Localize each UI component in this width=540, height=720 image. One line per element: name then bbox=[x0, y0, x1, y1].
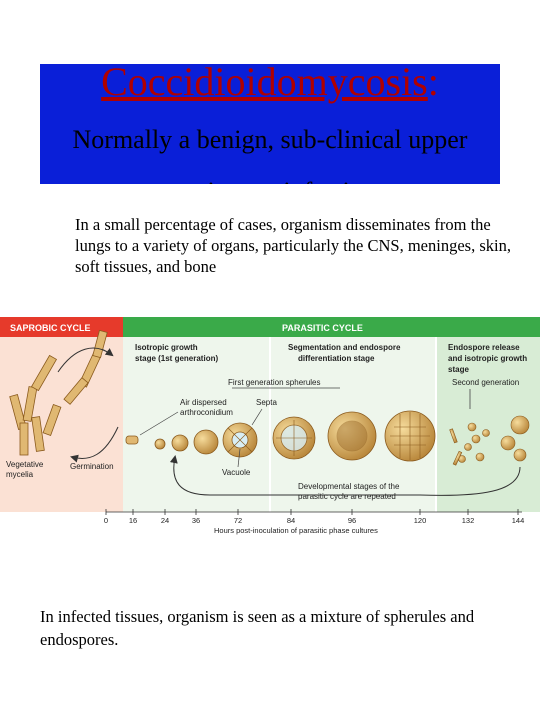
air-dispersed-label-1: Air dispersed bbox=[180, 398, 227, 407]
release-heading-2: and isotropic growth bbox=[448, 354, 527, 363]
isotropic-heading-2: stage (1st generation) bbox=[135, 354, 218, 363]
repeat-label-1: Developmental stages of the bbox=[298, 482, 400, 491]
parasitic-heading: PARASITIC CYCLE bbox=[282, 323, 363, 333]
septa-lines bbox=[227, 412, 430, 460]
time-axis-title: Hours post-inoculation of parasitic phas… bbox=[214, 526, 378, 535]
page-title: Coccidioidomycosis: bbox=[40, 64, 500, 104]
dissemination-paragraph: In a small percentage of cases, organism… bbox=[75, 215, 511, 276]
tick-label: 0 bbox=[104, 516, 108, 525]
tick-label: 36 bbox=[192, 516, 200, 525]
life-cycle-diagram: SAPROBIC CYCLE PARASITIC CYCLE Isotropic… bbox=[0, 317, 540, 535]
vacuole-label: Vacuole bbox=[222, 468, 251, 477]
saprobic-band bbox=[0, 317, 123, 337]
segmentation-heading-1: Segmentation and endospore bbox=[288, 343, 401, 352]
release-heading-1: Endospore release bbox=[448, 343, 520, 352]
title-word: Coccidioidomycosis bbox=[101, 64, 428, 104]
mycelia-hyphae bbox=[9, 329, 108, 456]
subtitle-line-2: respiratory infection bbox=[40, 166, 500, 184]
title-colon: : bbox=[427, 64, 439, 104]
first-generation-label: First generation spherules bbox=[228, 378, 321, 387]
vegetative-label-2: mycelia bbox=[6, 470, 34, 479]
tick-label: 96 bbox=[348, 516, 356, 525]
second-generation-label: Second generation bbox=[452, 378, 519, 387]
saprobic-heading: SAPROBIC CYCLE bbox=[10, 323, 91, 333]
tissue-paragraph: In infected tissues, organism is seen as… bbox=[40, 607, 475, 649]
parasitic-band bbox=[123, 317, 540, 337]
released-endospores bbox=[449, 415, 530, 466]
title-box: Coccidioidomycosis: Normally a benign, s… bbox=[40, 64, 500, 184]
tick-label: 24 bbox=[161, 516, 169, 525]
tick-label: 132 bbox=[462, 516, 475, 525]
repeat-label-2: parasitic cycle are repeated bbox=[298, 492, 396, 501]
page-subtitle: Normally a benign, sub-clinical upper re… bbox=[40, 114, 500, 184]
tick-label: 84 bbox=[287, 516, 295, 525]
tick-label: 120 bbox=[414, 516, 427, 525]
septa-label: Septa bbox=[256, 398, 277, 407]
time-axis-ticks: 0 16 24 36 72 84 96 120 132 144 bbox=[104, 509, 524, 525]
subtitle-line-1: Normally a benign, sub-clinical upper bbox=[72, 125, 468, 154]
isotropic-heading-1: Isotropic growth bbox=[135, 343, 198, 352]
tick-label: 144 bbox=[512, 516, 525, 525]
segmentation-heading-2: differentiation stage bbox=[298, 354, 375, 363]
release-heading-3: stage bbox=[448, 365, 469, 374]
tick-label: 72 bbox=[234, 516, 242, 525]
arthroconidium bbox=[125, 435, 139, 445]
germination-label: Germination bbox=[70, 462, 114, 471]
vegetative-label-1: Vegetative bbox=[6, 460, 44, 469]
tick-label: 16 bbox=[129, 516, 137, 525]
air-dispersed-label-2: arthroconidium bbox=[180, 408, 233, 417]
